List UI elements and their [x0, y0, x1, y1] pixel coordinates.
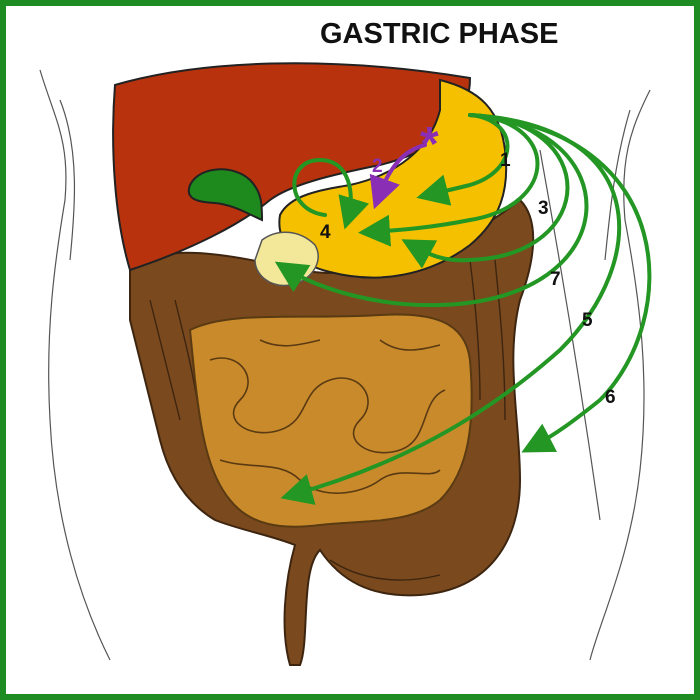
label-step-3: 3 — [538, 198, 549, 219]
label-step-1: 1 — [500, 150, 511, 171]
stimulus-marker: * — [420, 118, 439, 171]
label-step-5: 5 — [582, 310, 593, 331]
small-intestine — [190, 314, 472, 526]
label-step-4: 4 — [320, 222, 331, 243]
label-step-7: 7 — [550, 269, 561, 290]
label-step-6: 6 — [605, 387, 616, 408]
label-step-2: 2 — [372, 156, 383, 177]
